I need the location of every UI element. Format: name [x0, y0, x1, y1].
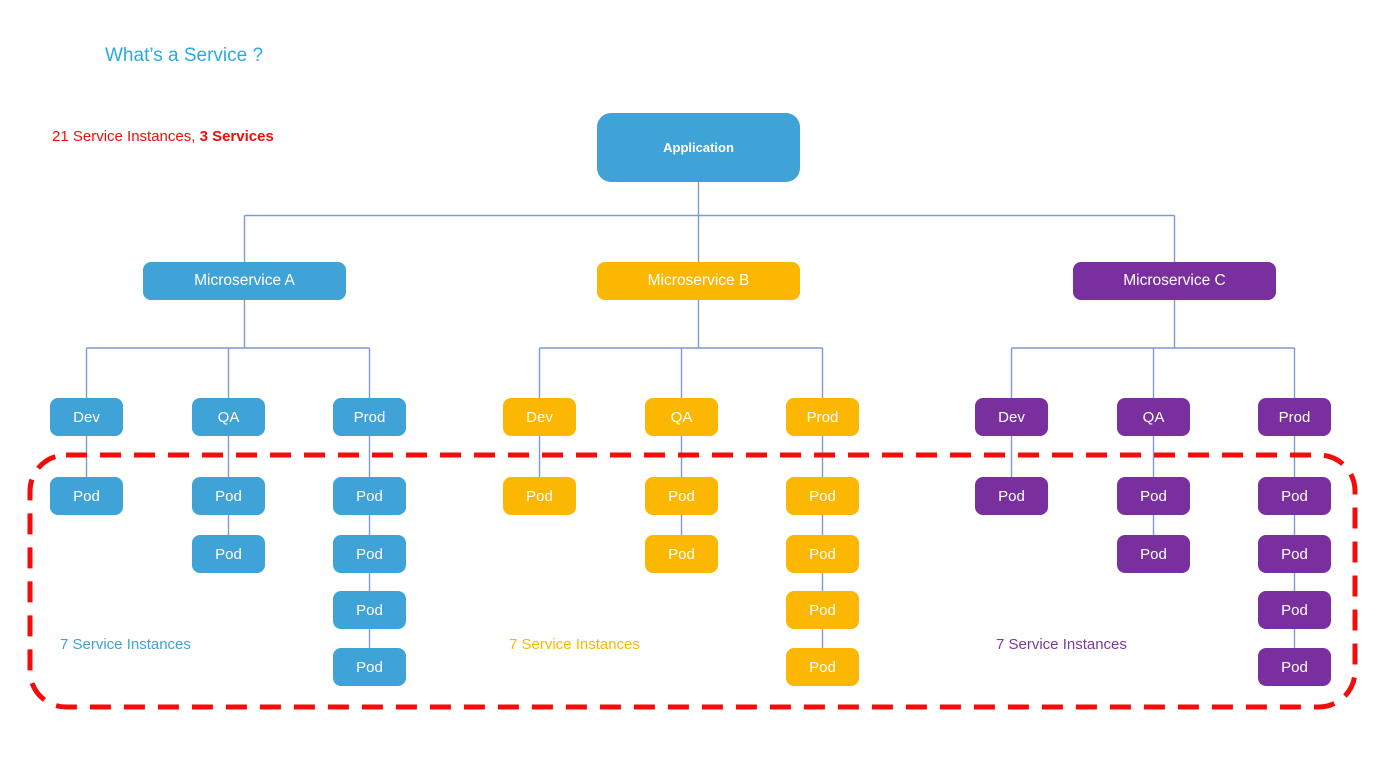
- node-env-c-qa: QA: [1117, 398, 1190, 436]
- instances-label-microservice-a: 7 Service Instances: [60, 636, 191, 653]
- node-pod-b-prod-1: Pod: [786, 477, 859, 515]
- node-pod-b-prod-2: Pod: [786, 535, 859, 573]
- instances-summary-caption: 21 Service Instances, 3 Services: [52, 128, 274, 145]
- node-env-c-prod: Prod: [1258, 398, 1331, 436]
- instances-label-microservice-c: 7 Service Instances: [996, 636, 1127, 653]
- node-pod-a-prod-2: Pod: [333, 535, 406, 573]
- node-env-a-qa: QA: [192, 398, 265, 436]
- connector-lines-level2: [85, 300, 1296, 398]
- node-pod-a-qa-2: Pod: [192, 535, 265, 573]
- node-pod-a-dev-1: Pod: [50, 477, 123, 515]
- node-pod-c-prod-3: Pod: [1258, 591, 1331, 629]
- node-microservice-a: Microservice A: [143, 262, 346, 300]
- node-pod-b-prod-3: Pod: [786, 591, 859, 629]
- node-pod-b-dev-1: Pod: [503, 477, 576, 515]
- node-microservice-b: Microservice B: [597, 262, 800, 300]
- node-pod-c-qa-1: Pod: [1117, 477, 1190, 515]
- node-pod-c-prod-2: Pod: [1258, 535, 1331, 573]
- node-application: Application: [597, 113, 800, 182]
- node-pod-c-dev-1: Pod: [975, 477, 1048, 515]
- node-env-b-dev: Dev: [503, 398, 576, 436]
- instances-summary-bold: 3 Services: [199, 128, 274, 145]
- node-pod-c-qa-2: Pod: [1117, 535, 1190, 573]
- node-pod-a-prod-4: Pod: [333, 648, 406, 686]
- pods-selection-dashed-border: [27, 452, 1358, 710]
- node-env-c-dev: Dev: [975, 398, 1048, 436]
- node-pod-b-prod-4: Pod: [786, 648, 859, 686]
- instances-summary-regular: 21 Service Instances,: [52, 128, 200, 145]
- node-pod-a-qa-1: Pod: [192, 477, 265, 515]
- connector-lines-level1: [243, 182, 1176, 262]
- node-pod-a-prod-3: Pod: [333, 591, 406, 629]
- node-pod-b-qa-1: Pod: [645, 477, 718, 515]
- node-pod-b-qa-2: Pod: [645, 535, 718, 573]
- page-title: What’s a Service ?: [105, 45, 264, 66]
- node-pod-c-prod-1: Pod: [1258, 477, 1331, 515]
- node-env-b-qa: QA: [645, 398, 718, 436]
- node-env-a-dev: Dev: [50, 398, 123, 436]
- node-env-b-prod: Prod: [786, 398, 859, 436]
- node-microservice-c: Microservice C: [1073, 262, 1276, 300]
- node-pod-a-prod-1: Pod: [333, 477, 406, 515]
- node-pod-c-prod-4: Pod: [1258, 648, 1331, 686]
- node-env-a-prod: Prod: [333, 398, 406, 436]
- instances-label-microservice-b: 7 Service Instances: [509, 636, 640, 653]
